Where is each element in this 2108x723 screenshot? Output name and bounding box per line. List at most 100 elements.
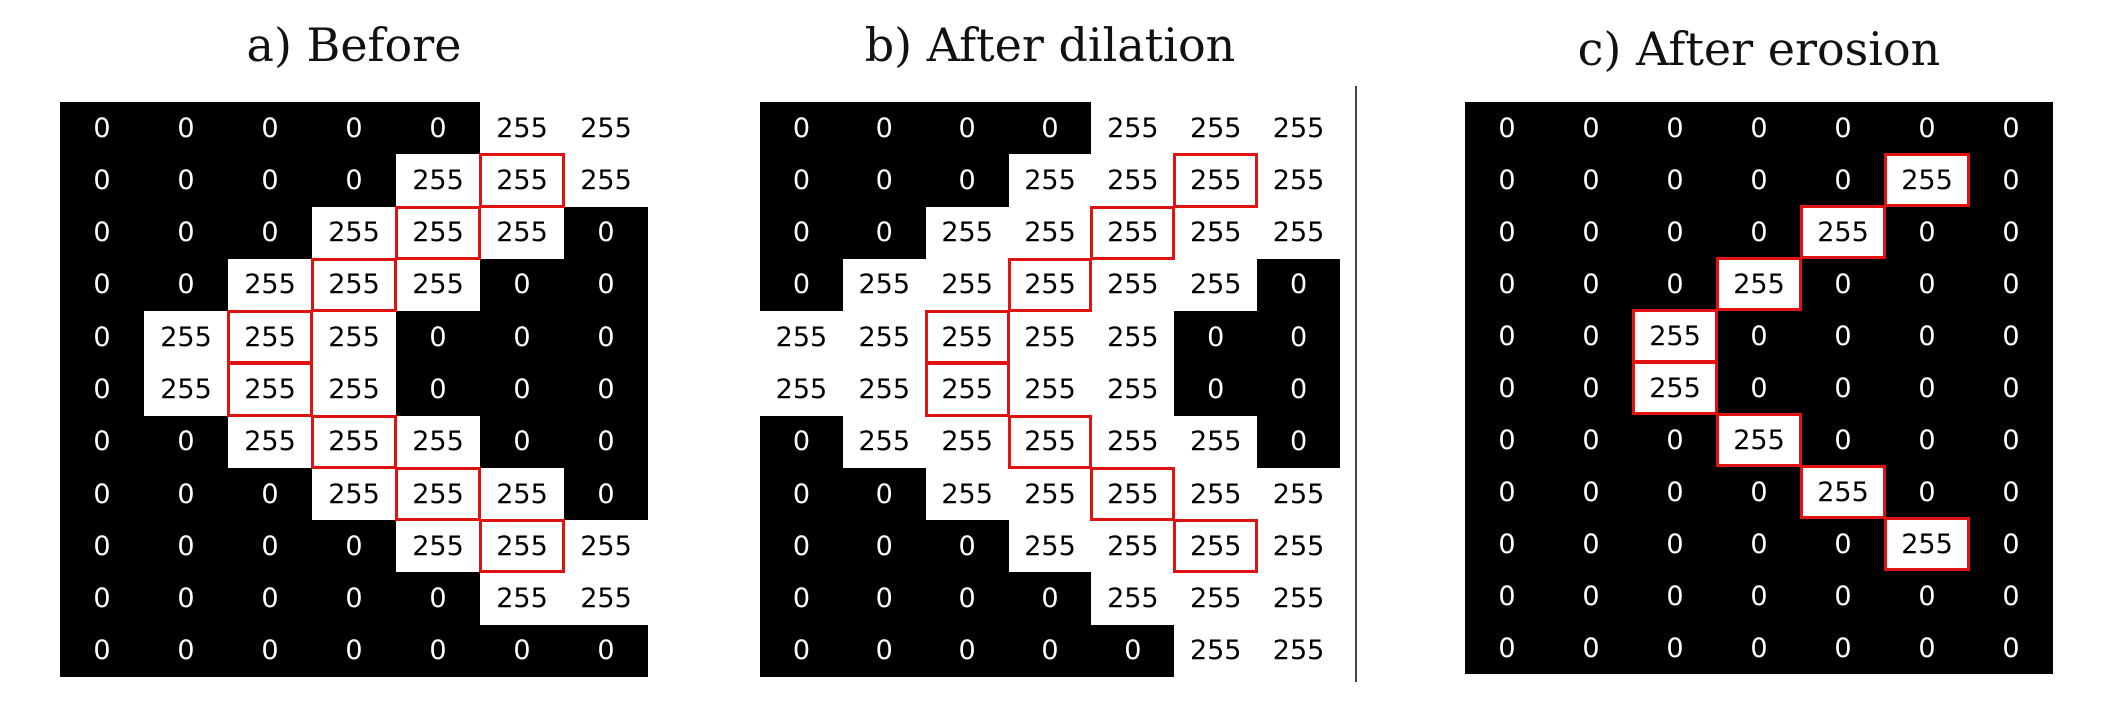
- grid-cell: 255: [760, 363, 843, 416]
- panel-title-after-erosion: c) After erosion: [1577, 22, 1941, 76]
- grid-cell: 255: [1632, 361, 1718, 415]
- grid-cell: 255: [564, 572, 648, 625]
- grid-cell: 255: [1091, 154, 1175, 207]
- grid-cell: 255: [1257, 154, 1340, 207]
- grid-cell: 0: [2002, 632, 2020, 664]
- grid-cell: 0: [792, 217, 811, 249]
- grid-cell: 0: [958, 530, 976, 562]
- grid-cell: 0: [93, 373, 111, 405]
- grid-cell: 255: [925, 258, 1009, 312]
- grid-cell: 0: [1834, 580, 1852, 612]
- grid-cell: 255: [396, 258, 480, 312]
- grid-cell: 255: [144, 363, 228, 416]
- grid-cell: 0: [1918, 424, 1936, 456]
- grid-cell: 0: [177, 583, 195, 615]
- grid-cell: 255: [144, 311, 228, 364]
- grid-cell: 0: [1750, 528, 1768, 560]
- grid-cell: 0: [875, 112, 893, 144]
- grid-cell: 255: [479, 519, 565, 574]
- grid-cell: 0: [2002, 372, 2020, 404]
- grid-cell: 0: [1918, 372, 1936, 404]
- grid-cell: 255: [1007, 414, 1093, 469]
- grid-cell: 255: [1008, 363, 1092, 416]
- grid-cell: 255: [227, 362, 313, 417]
- grid-cell: 255: [1257, 572, 1340, 625]
- grid-cell: 0: [1207, 373, 1225, 405]
- grid-cell: 255: [1008, 467, 1092, 521]
- grid-cell: 255: [1174, 102, 1258, 155]
- grid-cell: 0: [93, 164, 111, 196]
- grid-cell: 0: [597, 217, 615, 249]
- grid-cell: 0: [1918, 320, 1936, 352]
- grid-cell: 255: [1007, 257, 1093, 313]
- grid-cell: 0: [1750, 320, 1768, 352]
- grid-cell: 255: [925, 467, 1009, 521]
- grid-cell: 255: [1091, 258, 1175, 312]
- grid-cell: 0: [1582, 112, 1600, 144]
- grid-cell: 255: [842, 311, 926, 364]
- grid-cell: 0: [261, 635, 279, 667]
- grid-cell: 255: [480, 102, 564, 155]
- grid-cell: 0: [958, 583, 976, 615]
- grid-cell: 255: [1632, 309, 1718, 363]
- grid-cell: 255: [479, 153, 565, 208]
- grid-cell: 0: [177, 269, 195, 301]
- grid-cell: 0: [1918, 268, 1936, 300]
- grid-cell: 0: [1041, 112, 1059, 144]
- grid-cell: 0: [261, 530, 279, 562]
- grid-cell: 0: [2002, 268, 2020, 300]
- grid-cell: 255: [1884, 517, 1970, 571]
- grid-cell: 0: [1666, 268, 1684, 300]
- grid-cell: 0: [1666, 632, 1684, 664]
- grid-cell: 0: [792, 478, 811, 510]
- grid-cell: 255: [1091, 520, 1175, 573]
- grid-cell: 0: [93, 478, 111, 510]
- grid-cell: 0: [93, 269, 111, 301]
- grid-cell: 255: [395, 205, 481, 260]
- grid-cell: 0: [1918, 216, 1936, 248]
- grid-cell: 0: [792, 635, 811, 667]
- grid-cell: 0: [1750, 580, 1768, 612]
- grid-cell: 255: [1174, 467, 1258, 521]
- grid-cell: 0: [1834, 112, 1852, 144]
- grid-cell: 255: [480, 572, 564, 625]
- grid-cell: 0: [345, 583, 363, 615]
- grid-cell: 0: [177, 164, 195, 196]
- grid-cell: 255: [1257, 624, 1340, 677]
- grid-cell: 0: [792, 269, 811, 301]
- grid-cell: 0: [93, 530, 111, 562]
- grid-cell: 0: [1666, 424, 1684, 456]
- grid-cell: 255: [1257, 467, 1340, 521]
- grid-cell: 0: [177, 426, 195, 458]
- grid-cell: 255: [925, 206, 1009, 259]
- grid-cell: 255: [1257, 520, 1340, 573]
- grid-cell: 0: [958, 164, 976, 196]
- grid-cell: 255: [312, 311, 396, 364]
- grid-cell: 255: [924, 362, 1010, 417]
- grid-cell: 255: [564, 154, 648, 207]
- grid-cell: 0: [597, 269, 615, 301]
- grid-cell: 0: [261, 164, 279, 196]
- grid-cell: 255: [842, 363, 926, 416]
- grid-cell: 255: [1173, 153, 1259, 208]
- grid-cell: 0: [1750, 632, 1768, 664]
- grid-cell: 0: [1289, 426, 1308, 458]
- grid-cell: 0: [1750, 372, 1768, 404]
- grid-cell: 0: [2002, 216, 2020, 248]
- grid-cell: 0: [1666, 528, 1684, 560]
- grid-cell: 0: [2002, 112, 2020, 144]
- grid-cell: 0: [1498, 632, 1516, 664]
- grid-cell: 255: [1716, 257, 1802, 311]
- grid-cell: 0: [2002, 476, 2020, 508]
- grid-cell: 255: [396, 154, 480, 207]
- grid-cell: 0: [93, 583, 111, 615]
- grid-cell: 255: [564, 102, 648, 155]
- grid-cell: 0: [875, 217, 893, 249]
- grid-cell: 0: [1498, 268, 1516, 300]
- grid-cell: 0: [1498, 528, 1516, 560]
- grid-cell: 255: [228, 258, 312, 312]
- grid-cell: 0: [345, 530, 363, 562]
- grid-cell: 0: [1582, 372, 1600, 404]
- grid-cell: 255: [395, 466, 481, 522]
